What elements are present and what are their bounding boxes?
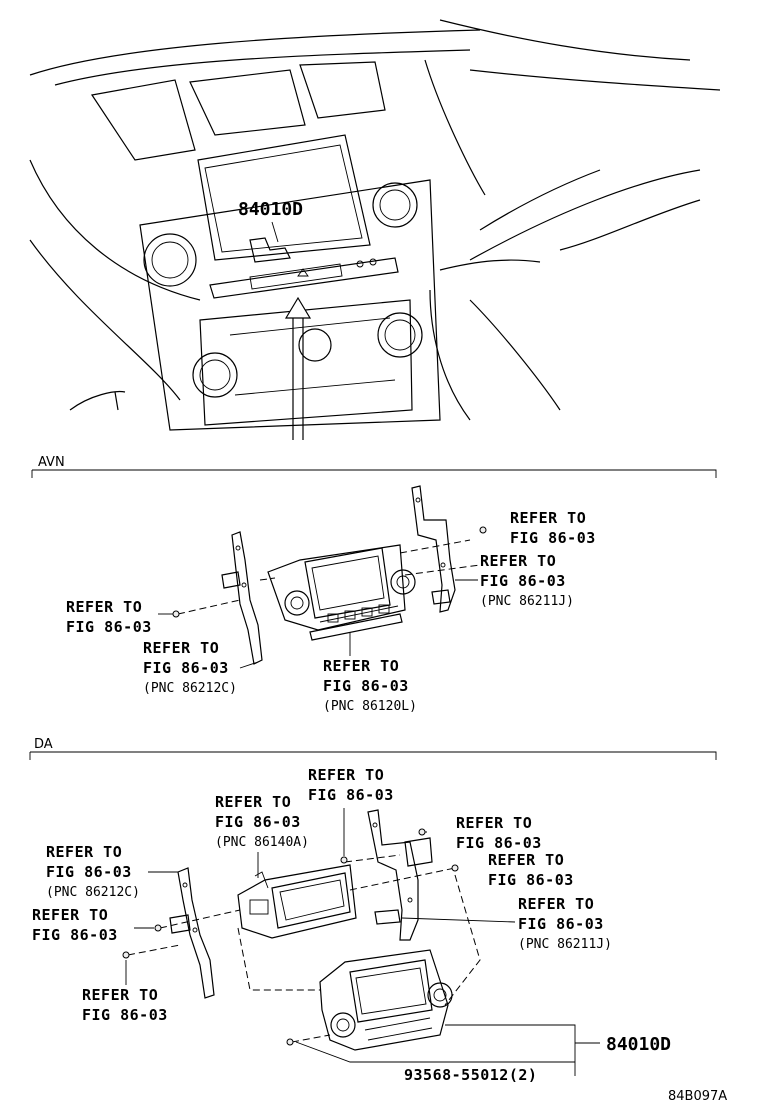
avn-callout-right-line1: REFER TO bbox=[480, 552, 556, 570]
da-right-bracket bbox=[367, 809, 433, 941]
da-callout-right-mid-line2: FIG 86-03 bbox=[488, 871, 574, 889]
da-callout-mid-pnc: (PNC 86140A) bbox=[215, 835, 309, 850]
avn-callout-bottom-line1: REFER TO bbox=[323, 657, 399, 675]
avn-callout-right-line2: FIG 86-03 bbox=[480, 572, 566, 590]
avn-callout-right-pnc: (PNC 86211J) bbox=[480, 594, 574, 609]
da-callout-mid-line2: FIG 86-03 bbox=[215, 813, 301, 831]
da-callout-right-low-pnc: (PNC 86211J) bbox=[518, 937, 612, 952]
avn-section-title: AVN bbox=[38, 455, 65, 470]
da-callout-left-pnc: (PNC 86212C) bbox=[46, 885, 140, 900]
da-section: DA bbox=[29, 737, 717, 1084]
da-screw-part-number: 93568-55012(2) bbox=[404, 1066, 537, 1084]
da-callout-left-bottom-line1: REFER TO bbox=[82, 986, 158, 1004]
da-callout-right-mid-line1: REFER TO bbox=[488, 851, 564, 869]
avn-left-bracket bbox=[221, 531, 263, 665]
avn-callout-bottom-pnc: (PNC 86120L) bbox=[323, 699, 417, 714]
avn-callout-left-line2: FIG 86-03 bbox=[66, 618, 152, 636]
avn-callout-left-low-pnc: (PNC 86212C) bbox=[143, 681, 237, 696]
da-callout-right-low-line1: REFER TO bbox=[518, 895, 594, 913]
da-callout-top-line2: FIG 86-03 bbox=[308, 786, 394, 804]
avn-callout-left-line1: REFER TO bbox=[66, 598, 142, 616]
avn-right-bracket bbox=[411, 485, 456, 613]
da-left-bracket bbox=[169, 867, 215, 999]
da-section-title: DA bbox=[34, 737, 53, 752]
da-callout-right-low-line2: FIG 86-03 bbox=[518, 915, 604, 933]
da-callout-left-line2: FIG 86-03 bbox=[46, 863, 132, 881]
avn-callout-top-right-line1: REFER TO bbox=[510, 509, 586, 527]
da-callout-left-line1: REFER TO bbox=[46, 843, 122, 861]
avn-head-unit bbox=[267, 544, 416, 641]
da-callout-left-bottom-line2: FIG 86-03 bbox=[82, 1006, 168, 1024]
da-head-unit bbox=[237, 864, 357, 939]
dashboard-part-label: 84010D bbox=[238, 199, 303, 220]
avn-callout-left-low-line2: FIG 86-03 bbox=[143, 659, 229, 677]
figure-code: 84B097A bbox=[668, 1089, 727, 1104]
avn-callout-top-right-line2: FIG 86-03 bbox=[510, 529, 596, 547]
avn-section: AVN bbox=[31, 455, 717, 714]
da-callout-left-mid-line2: FIG 86-03 bbox=[32, 926, 118, 944]
dashboard-view: 84010D bbox=[29, 19, 721, 440]
da-assembly-part-number: 84010D bbox=[606, 1034, 671, 1055]
avn-callout-left-low-line1: REFER TO bbox=[143, 639, 219, 657]
da-callout-right-top-line1: REFER TO bbox=[456, 814, 532, 832]
da-callout-left-mid-line1: REFER TO bbox=[32, 906, 108, 924]
da-bezel-panel bbox=[319, 949, 453, 1051]
da-callout-top-line1: REFER TO bbox=[308, 766, 384, 784]
da-callout-right-top-line2: FIG 86-03 bbox=[456, 834, 542, 852]
avn-callout-bottom-line2: FIG 86-03 bbox=[323, 677, 409, 695]
da-callout-mid-line1: REFER TO bbox=[215, 793, 291, 811]
